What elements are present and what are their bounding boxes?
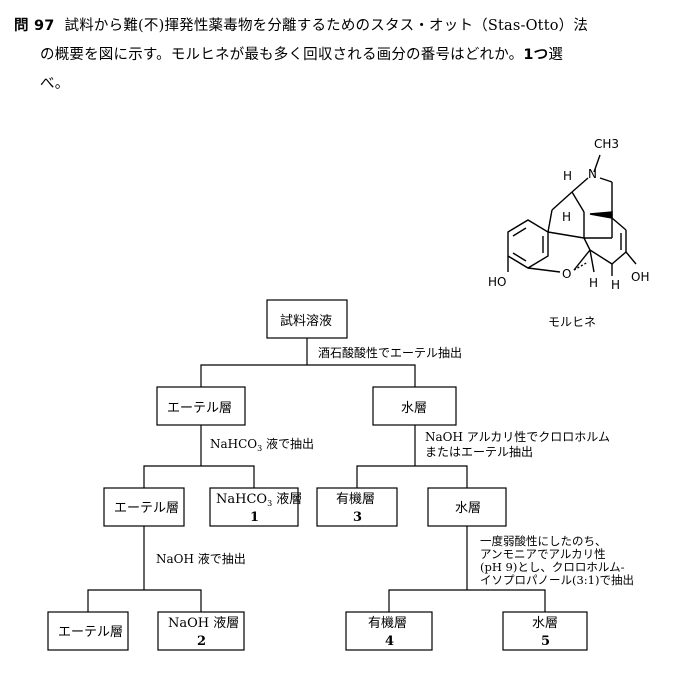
fraction-2: 2 (197, 634, 206, 649)
ether1-label: エーテル層 (167, 401, 232, 416)
org3-label: 有機層 (336, 492, 375, 507)
step5-line2: アンモニアでアルカリ性 (480, 547, 606, 561)
box-water3 (427, 487, 507, 527)
box-org3 (316, 487, 398, 527)
label-h-top: H (563, 169, 572, 183)
step5-line1: 一度弱酸性にしたのち、 (480, 534, 607, 548)
label-o: O (562, 267, 571, 281)
label-oh: OH (631, 270, 649, 284)
question-text: 問 97 試料から難(不)揮発性薬毒物を分離するためのスタス・オット（Stas-O… (14, 12, 662, 99)
box-naoh (157, 611, 245, 651)
fraction-1: 1 (250, 510, 259, 525)
nahco3-label: NaHCO3 液層 (216, 492, 302, 508)
root-label: 試料溶液 (280, 313, 332, 329)
water5-label: 水層 (532, 616, 558, 631)
fraction-5: 5 (541, 634, 550, 649)
step3-line1: NaOH アルカリ性でクロロホルム (425, 430, 610, 444)
label-ho: HO (488, 275, 506, 289)
question-line-2: の概要を図に示す。モルヒネが最も多く回収される画分の番号はどれか。1つ選 (40, 47, 564, 63)
label-n: N (588, 167, 597, 181)
water3-label: 水層 (455, 501, 481, 516)
box-nahco3 (209, 487, 299, 527)
fraction-3: 3 (353, 510, 362, 525)
step5-line4: イソプロパノール(3:1)で抽出 (480, 573, 634, 587)
step2-label: NaHCO3 液で抽出 (210, 436, 314, 453)
label-h-b1: H (589, 276, 598, 290)
water1-label: 水層 (401, 401, 427, 416)
answer-count: 1つ (523, 47, 549, 63)
step1-label: 酒石酸酸性でエーテル抽出 (318, 345, 462, 360)
label-ch3: CH3 (594, 137, 619, 151)
fraction-4: 4 (385, 634, 394, 649)
naoh-label: NaOH 液層 (168, 616, 239, 631)
molecule-name: モルヒネ (548, 315, 596, 329)
label-h-mid: H (562, 210, 571, 224)
box-root (266, 299, 348, 339)
ether2-label: エーテル層 (114, 501, 179, 516)
question-line-1: 試料から難(不)揮発性薬毒物を分離するためのスタス・オット（Stas-Otto）… (64, 18, 589, 34)
label-h-b2: H (611, 278, 620, 292)
box-ether3 (47, 611, 129, 651)
org4-label: 有機層 (368, 616, 407, 631)
step5-line3: (pH 9)とし、クロロホルム- (480, 560, 625, 574)
ether3-label: エーテル層 (58, 625, 123, 640)
step4-label: NaOH 液で抽出 (156, 551, 246, 566)
question-line-3: べ。 (40, 76, 70, 92)
box-org4 (345, 611, 433, 651)
question-number: 問 97 (14, 18, 55, 34)
step3-line2: またはエーテル抽出 (425, 445, 533, 459)
